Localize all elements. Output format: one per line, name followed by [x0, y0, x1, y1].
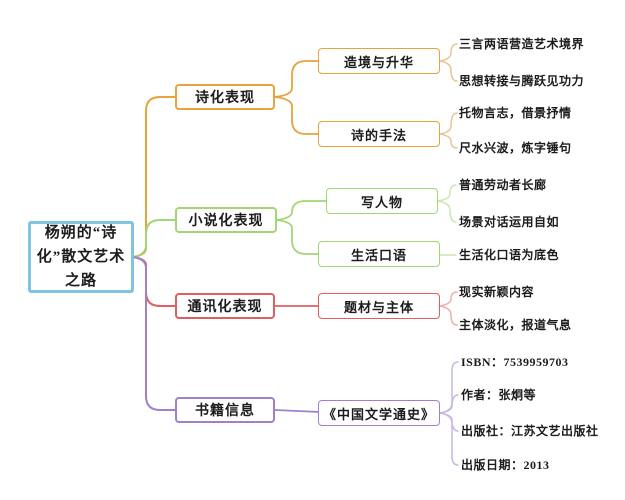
leaf-item: 生活化口语为底色	[459, 248, 560, 262]
branch-label: 小说化表现	[188, 214, 264, 229]
subtopic-theme-subject: 题材与主体	[318, 293, 440, 319]
subtopic-label: 题材与主体	[343, 299, 414, 315]
connector-characters-leaf-2	[437, 200, 457, 223]
leaf-item: 出版日期：2013	[461, 458, 550, 472]
connector-root-to-novelistic	[132, 219, 176, 258]
leaf-item: 托物言志，借景抒情	[459, 106, 572, 120]
connector-characters-leaf-1	[437, 184, 457, 202]
connector-theme-leaf-1	[439, 291, 458, 307]
connector-root-to-reportage	[132, 256, 176, 307]
leaf-item: ISBN：7539959703	[461, 355, 569, 369]
branch-label: 通讯化表现	[187, 300, 263, 315]
leaf-item: 作者：张炯等	[461, 388, 537, 402]
connector-theme-leaf-2	[439, 305, 458, 326]
subtopic-scene-sublimation: 造境与升华	[318, 48, 440, 74]
branch-label: 书籍信息	[195, 404, 255, 419]
leaf-item: 场景对话运用自如	[459, 215, 560, 229]
leaf-item: 主体淡化，报道气息	[459, 318, 572, 332]
connector-book-leaf-2	[439, 394, 459, 414]
subtopic-label: 写人物	[360, 194, 403, 210]
leaf-item: 普通劳动者长廊	[459, 178, 547, 192]
connector-scene-leaf-1	[439, 43, 458, 62]
leaf-item: 尺水兴波，炼字锤句	[459, 141, 572, 155]
connector-root-to-poetic	[132, 96, 176, 258]
subtopic-label: 诗的手法	[350, 127, 407, 143]
leaf-item: 现实新颖内容	[459, 285, 535, 299]
branch-poetic-expression: 诗化表现	[175, 84, 275, 110]
branch-book-info: 书籍信息	[175, 397, 275, 423]
root-topic-label: 杨朔的“诗化”散文艺术之路	[36, 225, 126, 289]
connector-technique-leaf-2	[439, 133, 458, 149]
leaf-item: 思想转接与腾跃见功力	[459, 74, 585, 88]
subtopic-label: 生活口语	[350, 247, 407, 263]
connector-scene-leaf-2	[439, 60, 458, 82]
connector-technique-leaf-1	[439, 112, 458, 135]
branch-label: 诗化表现	[195, 91, 255, 106]
root-topic: 杨朔的“诗化”散文艺术之路	[28, 221, 134, 293]
subtopic-label: 造境与升华	[343, 54, 414, 70]
connector-novelistic-to-colloquial	[276, 219, 319, 255]
connector-bookinfo-to-book	[274, 409, 321, 413]
subtopic-colloquial-language: 生活口语	[318, 241, 440, 267]
branch-reportage-expression: 通讯化表现	[175, 293, 275, 319]
connector-book-leaf-4	[439, 412, 459, 466]
subtopic-writing-characters: 写人物	[326, 188, 438, 214]
leaf-item: 出版社：江苏文艺出版社	[461, 424, 599, 438]
connector-root-to-bookinfo	[132, 256, 176, 411]
connector-novelistic-to-characters	[276, 200, 327, 221]
leaf-item: 三言两语营造艺术境界	[459, 37, 585, 51]
subtopic-label: 《中国文学通史》	[322, 406, 435, 422]
subtopic-poetic-technique: 诗的手法	[318, 121, 440, 147]
subtopic-book-title: 《中国文学通史》	[318, 400, 440, 426]
branch-novelistic-expression: 小说化表现	[175, 207, 277, 233]
connector-poetic-to-technique	[274, 96, 319, 135]
connector-book-leaf-1	[439, 361, 459, 414]
connector-poetic-to-scene	[274, 60, 319, 98]
